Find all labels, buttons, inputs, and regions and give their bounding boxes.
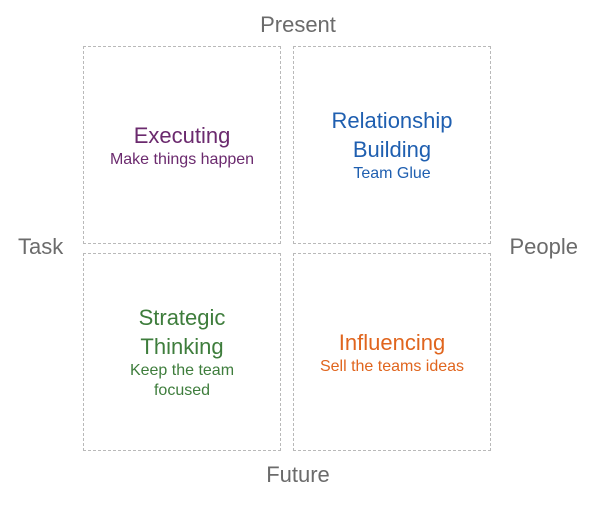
quadrant-relationship-building: Relationship Building Team Glue xyxy=(293,46,491,244)
quadrant-title-line: Building xyxy=(352,137,432,162)
axis-label-future: Future xyxy=(266,462,330,487)
quadrant-title-line: Strategic xyxy=(138,305,226,330)
quadrant-subtitle-line: Make things happen xyxy=(109,150,255,168)
quadrant-title-line: Influencing xyxy=(338,329,446,355)
quadrant-strategic-thinking: Strategic Thinking Keep the team focused xyxy=(83,253,281,451)
quadrant-executing: Executing Make things happen xyxy=(83,46,281,244)
axis-label-present: Present xyxy=(260,12,336,37)
quadrant-title-line: Thinking xyxy=(140,334,224,359)
quadrant-title-line: Relationship xyxy=(331,108,453,133)
quadrant-subtitle-line: Sell the teams ideas xyxy=(319,357,465,375)
axis-label-task: Task xyxy=(18,234,64,259)
quadrant-title-line: Executing xyxy=(133,122,231,148)
quadrant-subtitle-line: Keep the team xyxy=(129,362,235,379)
quadrant-subtitle-line: Team Glue xyxy=(353,165,431,182)
quadrant-subtitle-line: focused xyxy=(153,382,211,399)
axis-label-people: People xyxy=(509,234,578,259)
quadrant-influencing: Influencing Sell the teams ideas xyxy=(293,253,491,451)
